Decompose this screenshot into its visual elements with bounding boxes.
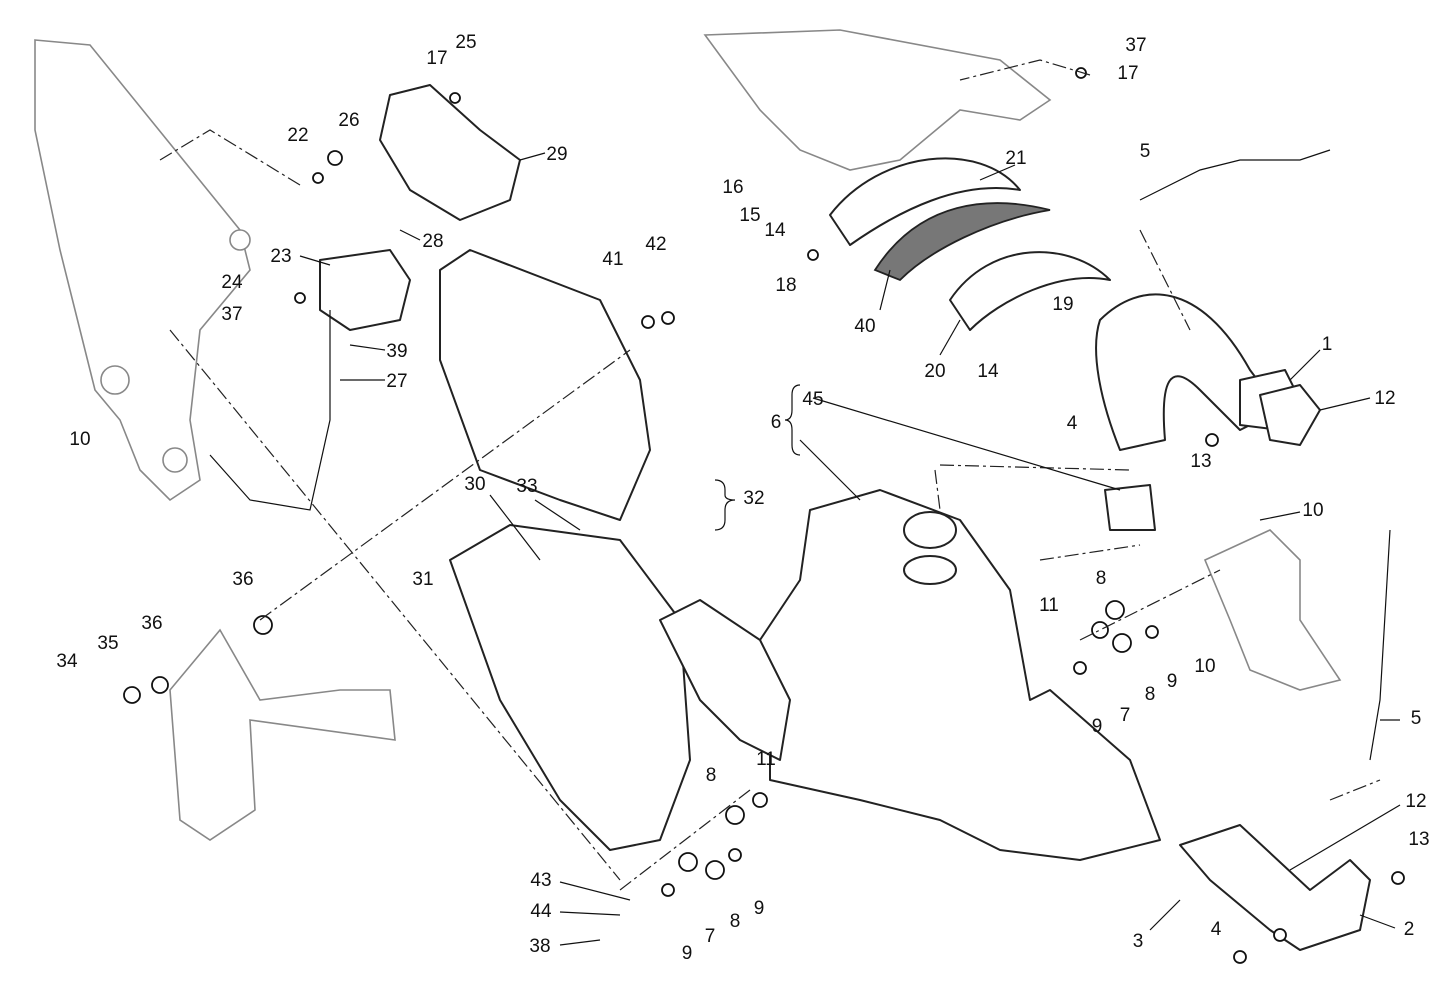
- leader-lines: [299, 152, 1401, 946]
- callout: 33: [516, 476, 537, 497]
- callout: 24: [221, 272, 243, 293]
- callout: 7: [1120, 705, 1131, 726]
- muffler-inlet: [903, 511, 957, 549]
- callout: 5: [1140, 141, 1151, 162]
- callout: 5: [1411, 708, 1422, 729]
- callout: 17: [426, 48, 447, 69]
- group-brace-6: [784, 384, 801, 456]
- callout: 30: [464, 474, 485, 495]
- headpipe-rear: [1179, 824, 1371, 951]
- muffler-inlet-ring: [903, 555, 957, 585]
- callout: 10: [1302, 500, 1323, 521]
- callout: 32: [743, 488, 764, 509]
- footpeg-bracket: [169, 628, 396, 841]
- callout: 28: [422, 231, 443, 252]
- callout: 37: [221, 304, 242, 325]
- callout: 8: [1096, 568, 1107, 589]
- callout: 41: [602, 249, 623, 270]
- callout: 4: [1067, 413, 1078, 434]
- callout: 12: [1405, 791, 1426, 812]
- callout: 12: [1374, 388, 1395, 409]
- headpipe-front: [1095, 293, 1281, 451]
- callout: 15: [739, 205, 760, 226]
- silencer-heat-guard: [449, 524, 691, 851]
- heat-shield-20: [949, 251, 1111, 331]
- link-pipe: [659, 599, 791, 761]
- callout: 8: [1145, 684, 1156, 705]
- callout: 9: [1167, 671, 1178, 692]
- frame-pivot: [100, 365, 130, 395]
- callout: 43: [530, 870, 551, 891]
- callout: 21: [1005, 148, 1026, 169]
- callout: 36: [232, 569, 253, 590]
- callout: 31: [412, 569, 433, 590]
- callout: 17: [1117, 63, 1138, 84]
- callout: 29: [546, 144, 567, 165]
- callout: 37: [1125, 35, 1146, 56]
- assembly-lines: [159, 59, 1381, 891]
- callout: 4: [1211, 919, 1222, 940]
- frame-pivot: [162, 447, 188, 473]
- callout: 6: [771, 412, 782, 433]
- heat-shield-40: [873, 202, 1051, 282]
- frame-bolt: [229, 229, 251, 251]
- clamp: [1104, 484, 1156, 531]
- oxygen-sensor-cable: [1139, 149, 1331, 201]
- callout: 20: [924, 361, 945, 382]
- callout: 45: [802, 389, 823, 410]
- oxygen-sensor-cable-2: [1369, 529, 1391, 761]
- actuator-cover: [379, 84, 521, 221]
- callout: 10: [1194, 656, 1215, 677]
- callout: 9: [754, 898, 765, 919]
- hardware: [123, 67, 1405, 964]
- heat-shield-21: [829, 157, 1021, 246]
- cable-27: [209, 310, 331, 511]
- callout: 16: [722, 177, 743, 198]
- callout: 34: [56, 651, 78, 672]
- callout: 10: [69, 429, 90, 450]
- callout: 11: [756, 749, 776, 770]
- callout: 39: [386, 341, 407, 362]
- callout: 42: [645, 234, 666, 255]
- callout: 3: [1133, 931, 1144, 952]
- silencer: [439, 249, 651, 521]
- frame-top: [703, 29, 1052, 171]
- callout: 36: [141, 613, 162, 634]
- callout: 1: [1322, 334, 1333, 355]
- callout: 13: [1190, 451, 1211, 472]
- gasket-12: [1259, 384, 1321, 446]
- muffler: [759, 489, 1161, 861]
- callout: 14: [764, 220, 786, 241]
- callout: 8: [706, 765, 717, 786]
- callout: 9: [1092, 716, 1103, 737]
- callout: 26: [338, 110, 359, 131]
- callout: 38: [529, 936, 550, 957]
- callout: 9: [682, 943, 693, 964]
- callout: 2: [1404, 919, 1415, 940]
- callout: 14: [977, 361, 999, 382]
- frame-left: [34, 39, 251, 502]
- exhaust-valve-actuator: [319, 249, 411, 331]
- callout: 7: [705, 926, 716, 947]
- callout: 35: [97, 633, 118, 654]
- right-bracket: [1203, 529, 1342, 691]
- callout: 25: [455, 32, 476, 53]
- group-brace-32: [714, 479, 736, 531]
- callout: 19: [1052, 294, 1073, 315]
- callout-labels: 25 17 26 22 29 28 23 24 37 39 27 10 41 4…: [56, 32, 1429, 964]
- callout: 11: [1039, 595, 1059, 616]
- callout: 22: [287, 125, 308, 146]
- callout: 27: [386, 371, 407, 392]
- callout: 44: [530, 901, 552, 922]
- callout: 18: [775, 275, 796, 296]
- callout: 23: [270, 246, 291, 267]
- callout: 13: [1408, 829, 1429, 850]
- callout: 40: [854, 316, 875, 337]
- callout: 8: [730, 911, 741, 932]
